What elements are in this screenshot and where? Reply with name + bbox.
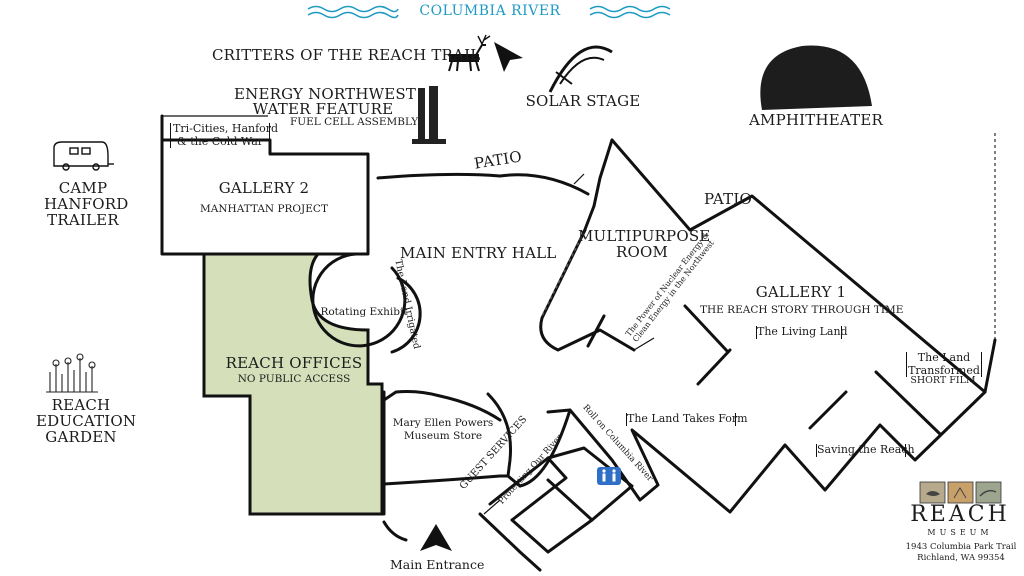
elk-icon [448,34,491,72]
tri-cities-line2: & the Cold War [176,134,264,148]
garden-label-1: REACH [51,396,111,414]
gallery-2-title: GALLERY 2 [218,179,310,197]
land-transformed-line1: The Land [917,351,971,364]
short-film-label: SHORT FILM [910,375,976,386]
reach-logo-sub: MUSEUM [927,528,993,537]
amphitheater-icon [760,45,872,110]
manhattan-project-label: MANHATTAN PROJECT [200,203,328,215]
gallery-2-walls [160,114,370,256]
restroom-icon [597,467,621,485]
reach-offices-area [202,252,384,516]
camp-label: CAMP [58,179,108,197]
garden-plants-icon [46,353,98,393]
rotating-exhibit-label: Rotating Exhibit [320,306,408,318]
solar-stage-icon [548,45,613,93]
rotating-exhibit-wall [311,252,407,348]
trailer-label: TRAILER [47,211,119,229]
room-label: ROOM [615,243,669,261]
entrance-arrow-icon [420,524,452,551]
gallery-1-title: GALLERY 1 [755,283,847,301]
garden-label-2: EDUCATION [36,412,137,430]
museum-store-label-2: Museum Store [403,430,483,442]
north-arrow-icon [494,42,523,72]
main-entry-hall-label: MAIN ENTRY HALL [400,244,557,262]
hanford-label: HANFORD [44,195,129,213]
land-transformed-line2: Transformed [908,363,980,377]
amphitheater-label: AMPHITHEATER [749,111,883,129]
critters-trail-label: CRITTERS OF THE REACH TRAIL [212,46,481,64]
living-land-exhibit: The Living Land [756,325,848,339]
water-feature-icon [412,86,446,144]
tri-cities-exhibit: Tri-Cities, Hanford & the Cold War [170,122,279,149]
fuel-cell-label: FUEL CELL ASSEMBLY [290,116,419,128]
trailer-icon [53,141,114,171]
address-line1: 1943 Columbia Park Trail [905,542,1017,552]
address-line2: Richland, WA 99354 [917,553,1005,563]
solar-stage-label: SOLAR STAGE [525,92,641,110]
energy-nw-label: ENERGY NORTHWEST [234,85,417,103]
main-building-walls [546,138,987,514]
multipurpose-label: MULTIPURPOSE [578,227,711,245]
land-takes-form-exhibit: The Land Takes Form [626,412,748,426]
river-label: COLUMBIA RIVER [419,3,561,19]
museum-store-label-1: Mary Ellen Powers [392,417,494,429]
land-transformed-exhibit: The Land Transformed [906,351,982,378]
patio-path [376,172,590,196]
no-public-access-label: NO PUBLIC ACCESS [237,373,351,385]
reach-offices-label: REACH OFFICES [225,354,363,372]
river-wave-icon [307,5,671,19]
tri-cities-line1: Tri-Cities, Hanford [173,122,279,135]
water-feature-label: WATER FEATURE [252,100,394,118]
saving-reach-exhibit: Saving the Reach [816,443,915,457]
reach-logo-name: REACH [910,502,1010,527]
patio-right-label: PATIO [704,190,752,208]
reach-logo-icon [919,481,1002,504]
main-entrance-label: Main Entrance [390,557,485,572]
garden-label-3: GARDEN [45,428,117,446]
reach-story-label: THE REACH STORY THROUGH TIME [700,304,904,316]
